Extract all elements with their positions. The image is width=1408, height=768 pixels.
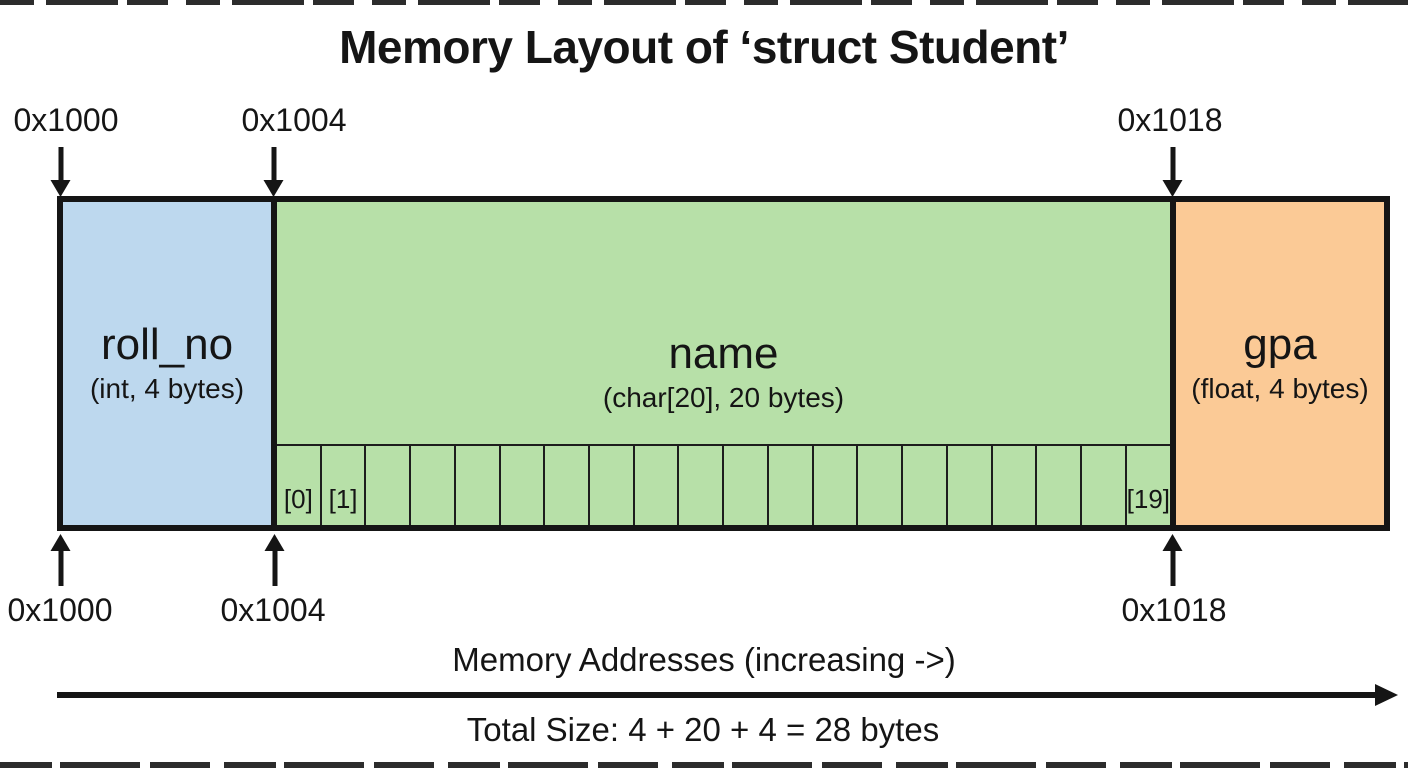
field-roll-no-name: roll_no <box>100 320 234 369</box>
char-cell <box>456 446 501 525</box>
arrow-down-icon <box>50 147 72 197</box>
char-cell <box>769 446 814 525</box>
bottom-edge-artifact <box>0 762 1408 768</box>
char-cell <box>501 446 546 525</box>
char-cell <box>590 446 635 525</box>
top-address-0x1018: 0x1018 <box>1117 102 1223 138</box>
field-gpa: gpa (float, 4 bytes) <box>1176 202 1384 525</box>
char-cell <box>545 446 591 525</box>
arrow-up-icon <box>264 534 286 586</box>
char-cell: [0] <box>277 446 322 525</box>
char-cell <box>366 446 412 525</box>
field-name: name (char[20], 20 bytes) [0] [1] [19] <box>277 202 1170 525</box>
arrow-right-icon <box>57 684 1398 706</box>
char-cell-row: [0] [1] [19] <box>277 444 1170 525</box>
char-cell <box>1037 446 1082 525</box>
arrow-down-icon <box>263 147 285 197</box>
bottom-address-0x1000: 0x1000 <box>7 592 113 628</box>
total-size-label: Total Size: 4 + 20 + 4 = 28 bytes <box>466 711 940 748</box>
field-roll-no: roll_no (int, 4 bytes) <box>63 202 271 525</box>
char-cell <box>1082 446 1127 525</box>
field-name-name: name <box>668 329 779 379</box>
char-cell: [19] <box>1127 446 1170 525</box>
field-roll-no-detail: (int, 4 bytes) <box>89 372 245 404</box>
arrow-up-icon <box>50 534 72 586</box>
top-address-0x1000: 0x1000 <box>13 102 119 138</box>
char-cell: [1] <box>322 446 367 525</box>
char-cell <box>814 446 859 525</box>
bottom-address-0x1018: 0x1018 <box>1121 592 1227 628</box>
char-cell <box>724 446 769 525</box>
axis-label: Memory Addresses (increasing ->) <box>452 641 956 678</box>
struct-memory-bar: roll_no (int, 4 bytes) name (char[20], 2… <box>57 196 1390 531</box>
char-cell <box>903 446 948 525</box>
arrow-up-icon <box>1162 534 1184 586</box>
char-cell <box>635 446 680 525</box>
char-cell <box>679 446 725 525</box>
char-cell <box>858 446 904 525</box>
field-gpa-name: gpa <box>1243 320 1317 369</box>
diagram-title: Memory Layout of ‘struct Student’ <box>339 21 1069 73</box>
char-cell-label: [1] <box>328 484 358 514</box>
bottom-address-0x1004: 0x1004 <box>220 592 326 628</box>
field-gpa-detail: (float, 4 bytes) <box>1191 372 1369 404</box>
top-address-0x1004: 0x1004 <box>241 102 347 138</box>
char-cell <box>948 446 993 525</box>
field-divider <box>271 202 277 525</box>
char-cell <box>993 446 1038 525</box>
top-edge-artifact <box>0 0 1408 5</box>
char-cell-label: [0] <box>283 484 313 514</box>
char-cell-label: [19] <box>1126 484 1171 514</box>
arrow-down-icon <box>1162 147 1184 197</box>
field-divider <box>1170 202 1176 525</box>
field-name-detail: (char[20], 20 bytes) <box>602 381 845 413</box>
char-cell <box>411 446 456 525</box>
